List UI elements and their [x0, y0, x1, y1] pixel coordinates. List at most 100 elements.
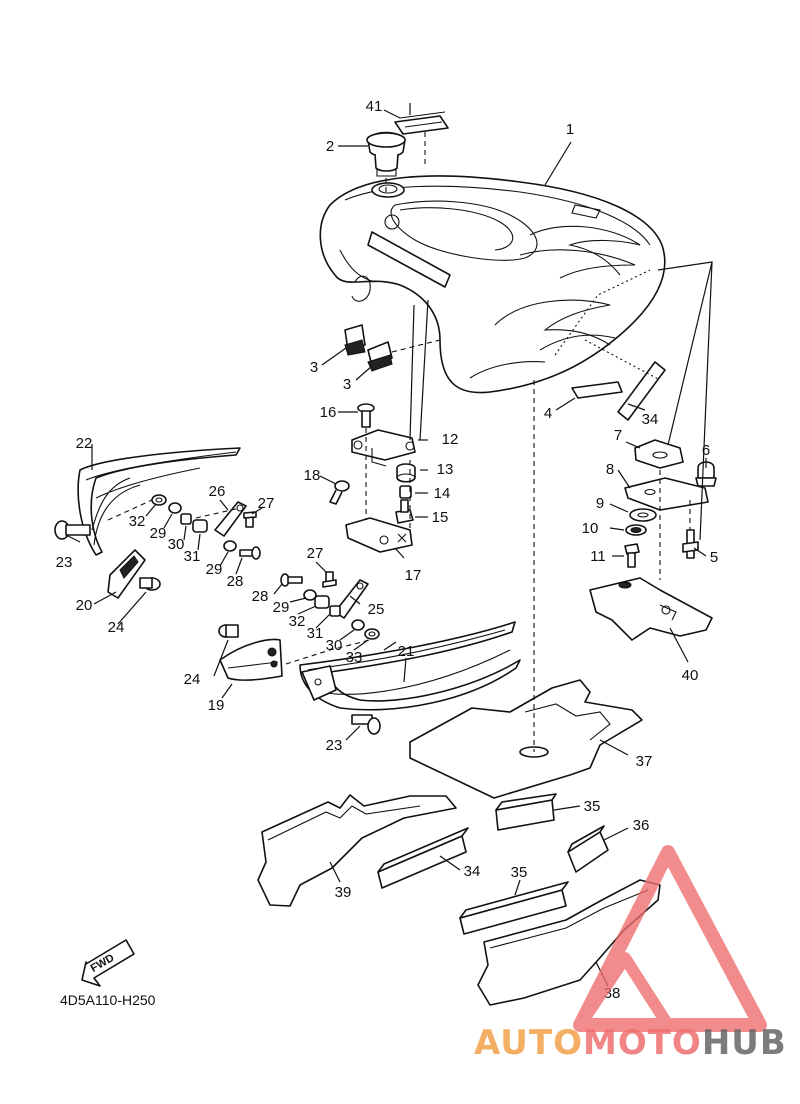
callout-27b: 27	[307, 545, 324, 562]
callout-30b: 31	[307, 625, 324, 642]
rubber-damper-13	[396, 463, 416, 483]
callout-39: 40	[682, 667, 699, 684]
callout-34b: 35	[511, 864, 528, 881]
damper-34-a	[377, 827, 469, 889]
callout-23a: 23	[56, 554, 73, 571]
callout-23b: 23	[326, 737, 343, 754]
watermark-moto: MOTO	[583, 1023, 702, 1063]
bracket-39	[589, 577, 713, 641]
callout-29b: 29	[206, 561, 223, 578]
bracket-19	[219, 638, 283, 681]
washer-29-left-b	[223, 540, 237, 552]
bracket-26	[214, 501, 247, 537]
mount-bracket-7	[634, 439, 684, 469]
callout-3b: 3	[343, 376, 351, 393]
callout-8: 8	[606, 461, 614, 478]
collar-30-left	[180, 513, 192, 525]
bracket-8	[624, 477, 709, 511]
callout-35b: 36	[633, 817, 650, 834]
callout-32b: 33	[346, 649, 363, 666]
callout-2: 2	[326, 138, 334, 155]
callout-21: 21	[398, 643, 415, 660]
emblem-33	[617, 361, 666, 421]
callout-25: 25	[368, 601, 385, 618]
callout-16: 16	[320, 404, 337, 421]
callout-1: 1	[566, 121, 574, 138]
callout-34a: 34	[464, 863, 481, 880]
spacer-31-right	[314, 595, 330, 609]
side-cover-21	[299, 621, 521, 711]
side-cover-22	[77, 447, 241, 556]
decal-labels	[394, 111, 449, 135]
callout-35a: 35	[584, 798, 601, 815]
callout-32a: 32	[129, 513, 146, 530]
washer-9	[629, 508, 657, 522]
callout-5: 5	[710, 549, 718, 566]
washer-32-right	[364, 628, 380, 640]
watermark-hub: HUB	[702, 1023, 787, 1063]
damper-parts	[344, 324, 393, 372]
cap-nut-6	[695, 461, 717, 487]
callout-38: 39	[335, 884, 352, 901]
callout-13: 13	[437, 461, 454, 478]
callout-7: 7	[614, 427, 622, 444]
damper-35-b	[567, 825, 609, 873]
callout-29c: 29	[273, 599, 290, 616]
washer-29-right-a	[303, 589, 317, 601]
screw-18	[329, 480, 350, 505]
watermark-text: AUTOMOTOHUB	[474, 1023, 787, 1063]
side-cover-37	[477, 879, 661, 1006]
damper-34-b	[459, 881, 569, 935]
callout-17: 17	[405, 567, 422, 584]
callout-14: 14	[434, 485, 451, 502]
callout-27a: 27	[258, 495, 275, 512]
drawing-code: 4D5A110-H250	[60, 992, 156, 1008]
leader-lines	[67, 103, 713, 987]
collar-24-right	[218, 624, 239, 638]
collar-14	[399, 485, 412, 499]
mount-bracket-12	[351, 429, 416, 467]
screw-27-left	[243, 511, 257, 528]
callout-29d: 30	[326, 637, 343, 654]
callout-31b: 32	[289, 613, 306, 630]
callout-33: 34	[642, 411, 659, 428]
callout-36: 37	[636, 753, 653, 770]
forward-arrow-icon: FWD	[81, 939, 135, 987]
callout-28a: 28	[227, 573, 244, 590]
callout-28b: 28	[252, 588, 269, 605]
bolt-16	[357, 403, 375, 428]
callout-19: 19	[208, 697, 225, 714]
watermark-logo-icon	[573, 845, 767, 1032]
callout-9: 9	[596, 495, 604, 512]
bolt-11	[624, 543, 640, 568]
mount-bracket-17	[345, 517, 413, 553]
callout-24a: 24	[108, 619, 125, 636]
bolt-15	[395, 499, 414, 524]
damper-35-a	[495, 793, 557, 831]
screw-28-right	[280, 573, 303, 587]
callout-20: 20	[76, 597, 93, 614]
fuel-cap	[366, 131, 406, 177]
callout-40: 41	[366, 98, 383, 115]
bolt-23-left	[54, 520, 91, 540]
washer-29-right-b	[351, 619, 365, 631]
callout-11: 11	[590, 548, 606, 565]
callout-labels: 1 2 3 3 4 5 6 7 8 9 10 11 12 13 14 15 16…	[56, 98, 719, 1002]
fuel-tank	[319, 175, 666, 394]
callout-29a: 29	[150, 525, 167, 542]
callout-6: 6	[702, 442, 710, 459]
callout-24b: 24	[184, 671, 201, 688]
callout-31a: 31	[184, 548, 201, 565]
stud-bolt-5	[682, 529, 699, 559]
collar-30-right	[329, 605, 341, 617]
side-cover-38	[257, 794, 457, 907]
callout-15: 15	[432, 509, 449, 526]
callout-3a: 3	[310, 359, 318, 376]
watermark-auto: AUTO	[474, 1023, 583, 1063]
washer-32-left	[151, 494, 167, 506]
callout-4: 4	[544, 405, 552, 422]
bracket-20	[107, 549, 146, 599]
callout-10: 10	[582, 520, 599, 537]
callout-26: 26	[209, 483, 226, 500]
